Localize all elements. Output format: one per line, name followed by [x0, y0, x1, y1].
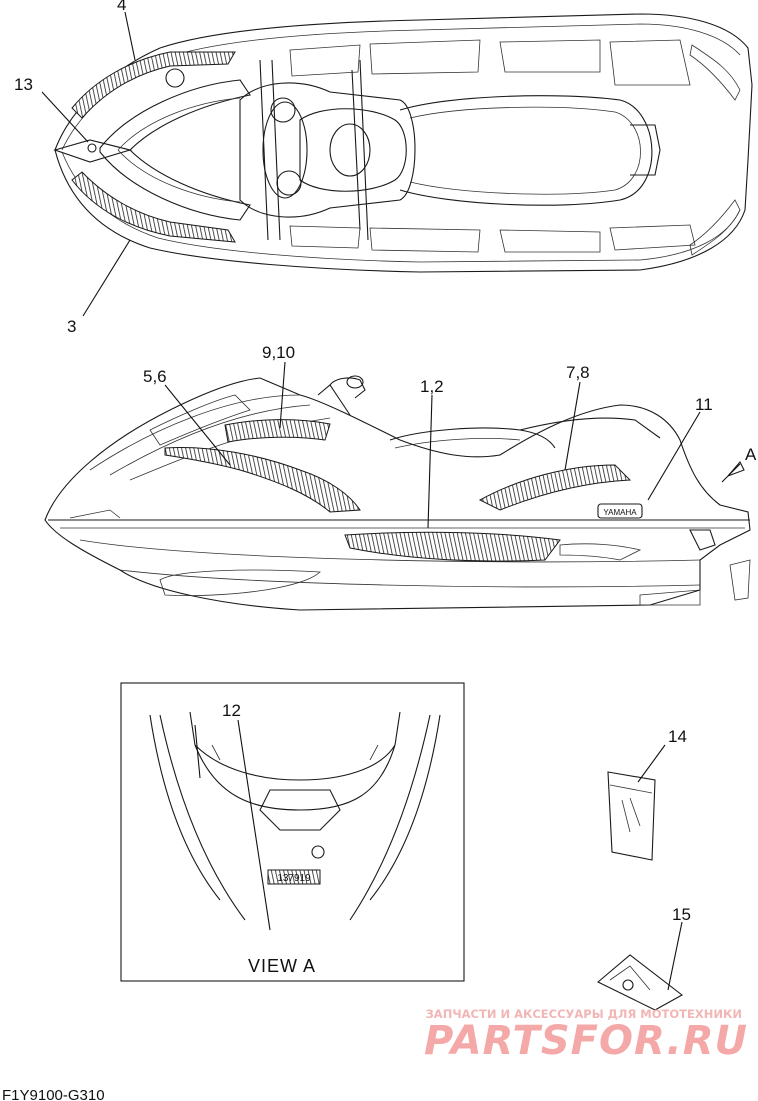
callout-11: 11 — [695, 395, 713, 414]
callout-3: 3 — [67, 317, 76, 336]
callout-7-8: 7,8 — [566, 363, 590, 382]
decal-4-top — [71, 51, 236, 119]
watermark-logo: PARTSFOR.RU — [424, 1018, 748, 1064]
top-nose-hole — [87, 143, 97, 153]
callout-4: 4 — [117, 0, 126, 14]
watermark: ЗАПЧАСТИ И АКСЕССУАРЫ ДЛЯ МОТОТЕХНИКИ PA… — [424, 1007, 748, 1064]
decal-1-2 — [344, 531, 561, 562]
callout-labels: 4 13 3 9,10 5,6 1,2 7,8 11 A 12 14 15 — [14, 0, 757, 924]
part-14-sleeve — [607, 771, 656, 861]
callout-12: 12 — [222, 701, 241, 720]
callout-9-10: 9,10 — [262, 343, 295, 362]
leader-lines — [41, 11, 745, 991]
callout-5-6: 5,6 — [143, 367, 167, 386]
decal-5-6 — [164, 447, 361, 513]
yamaha-badge-text: YAMAHA — [603, 508, 637, 517]
view-a-label: VIEW A — [248, 956, 316, 976]
callout-14: 14 — [668, 727, 687, 746]
callout-15: 15 — [672, 905, 691, 924]
decal-12-plate — [267, 869, 321, 885]
callout-1-2: 1,2 — [420, 377, 444, 396]
side-view-hull: YAMAHA — [44, 375, 751, 611]
callout-a: A — [745, 445, 757, 464]
view-a-panel: 137919 VIEW A — [120, 682, 465, 982]
yamaha-badge — [597, 503, 643, 519]
part-15-pouch — [597, 954, 683, 1011]
top-view-hull — [53, 13, 753, 273]
decal-3-top — [71, 171, 236, 243]
decal-7-8 — [478, 464, 632, 511]
watermark-tagline: ЗАПЧАСТИ И АКСЕССУАРЫ ДЛЯ МОТОТЕХНИКИ — [426, 1007, 742, 1021]
plate-text: 137919 — [277, 873, 311, 884]
diagram-code: F1Y9100-G310 — [2, 1087, 105, 1101]
decal-9-10 — [224, 419, 331, 443]
callout-13: 13 — [14, 75, 33, 94]
